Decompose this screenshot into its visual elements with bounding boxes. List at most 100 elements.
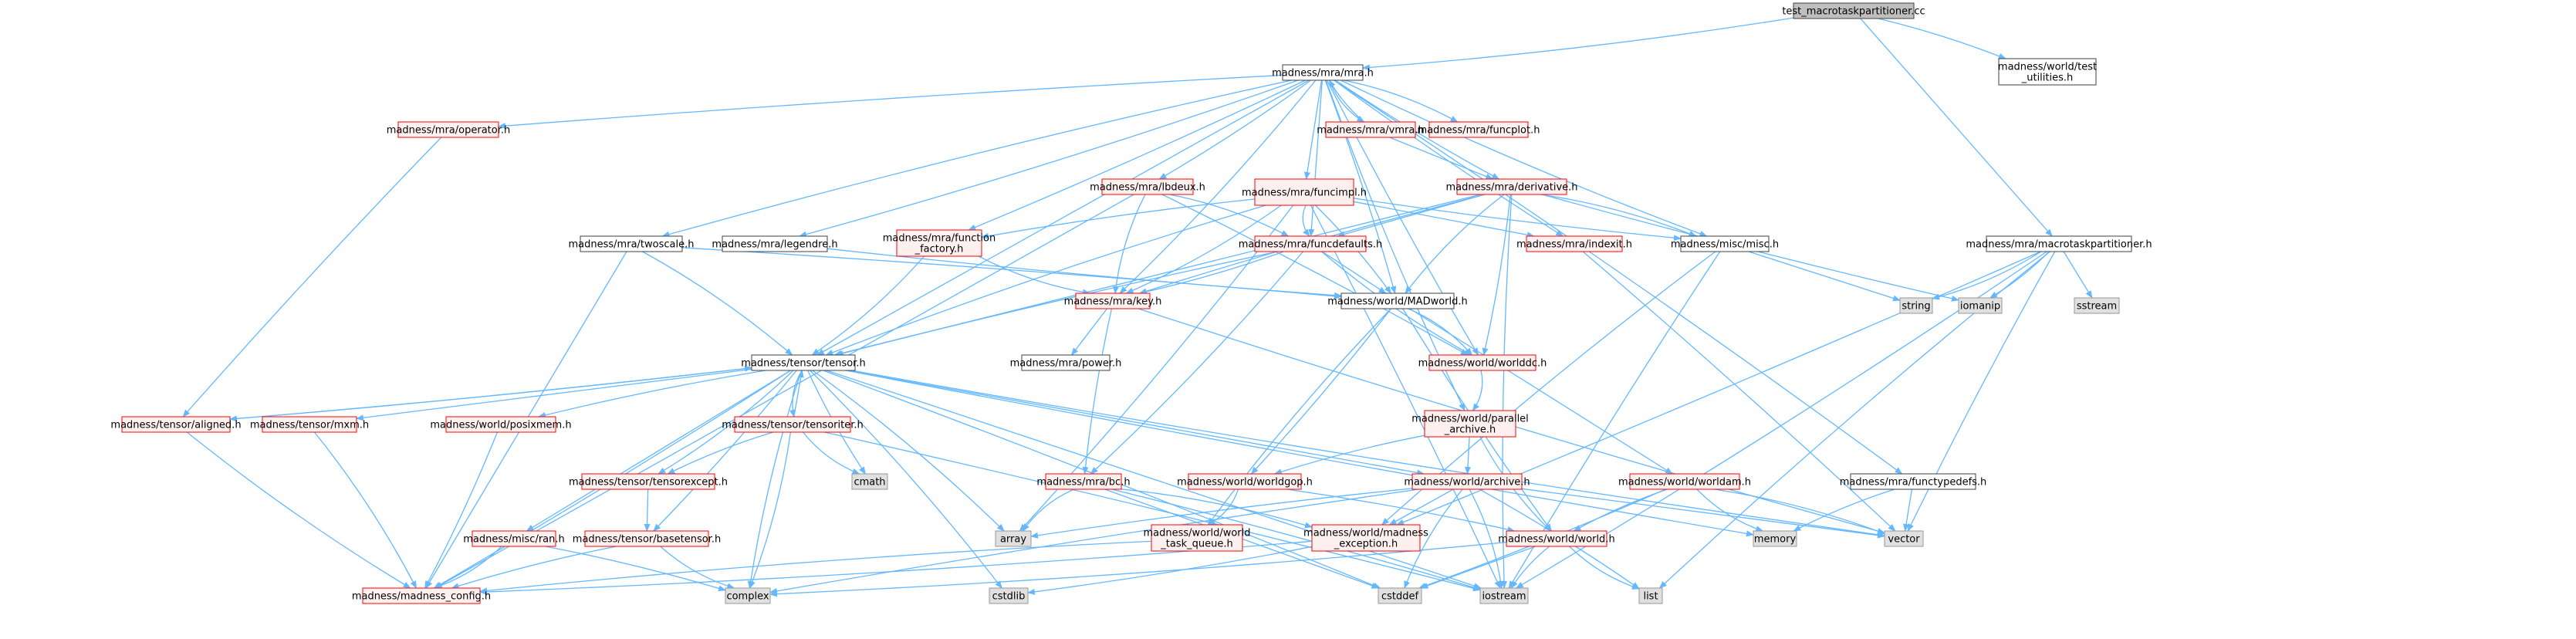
node-tensorexcept-h[interactable]: madness/tensor/tensorexcept.h: [569, 473, 728, 490]
edge-worlddc_h-to-parallel_archive_h: [1472, 370, 1483, 411]
node-label: madness/mra/key.h: [1064, 296, 1162, 308]
edge-functypedefs_h-to-vector: [1903, 489, 1913, 532]
node-posixmem-h[interactable]: madness/world/posixmem.h: [430, 416, 572, 433]
node-world-task-queue-h[interactable]: madness/world/world_task_queue.h: [1143, 524, 1251, 552]
node-box: [1456, 178, 1567, 195]
edge-funcimpl_h-to-misc_h: [1353, 198, 1682, 242]
node-key-h[interactable]: madness/mra/key.h: [1064, 292, 1162, 309]
node-sstream: sstream: [2074, 297, 2120, 314]
edge-tensor_h-to-array: [812, 370, 1005, 532]
node-label: madness/tensor/basetensor.h: [573, 534, 721, 546]
node-box: [1850, 473, 1976, 490]
node-label: iostream: [1482, 591, 1526, 603]
node-tensor-h[interactable]: madness/tensor/tensor.h: [741, 354, 866, 371]
edge-worldam_h-to-vector: [1714, 489, 1885, 535]
edge-funcdefaults_h-to-bc_h: [1090, 251, 1303, 475]
node-label: madness/world/MADworld.h: [1327, 296, 1468, 308]
node-misc-h[interactable]: madness/misc/misc.h: [1671, 235, 1779, 252]
node-label: madness/mra/bc.h: [1036, 477, 1130, 489]
node-operator-h[interactable]: madness/mra/operator.h: [387, 121, 511, 138]
node-parallel-archive-h[interactable]: madness/world/parallel_archive.h: [1411, 410, 1529, 438]
node-box: [1075, 292, 1151, 309]
node-macrotaskpartitioner-h[interactable]: madness/mra/macrotaskpartitioner.h: [1966, 235, 2152, 252]
node-lbdeux-h[interactable]: madness/mra/lbdeux.h: [1090, 178, 1205, 195]
edge-function_factory_h-to-tensor_h: [811, 255, 925, 356]
node-function-factory-h[interactable]: madness/mra/function_factory.h: [883, 229, 996, 257]
edge-world_h-to-cstddef: [1420, 546, 1536, 589]
node-box: [1629, 473, 1740, 490]
edge-tensor_h-to-tensorexcept_h: [658, 370, 794, 475]
node-vmra-h[interactable]: madness/mra/vmra.h: [1317, 121, 1425, 138]
edge-funcimpl_h-to-tensor_h: [825, 205, 1266, 356]
edge-bc_h-to-array: [1022, 489, 1074, 532]
edge-root-to-world_test_utilities: [1878, 18, 2006, 59]
node-world-h[interactable]: madness/world/world.h: [1498, 530, 1615, 547]
edge-mra_h-to-misc_h: [1340, 79, 1708, 237]
node-basetensor-h[interactable]: madness/tensor/basetensor.h: [573, 530, 721, 547]
node-worldam-h[interactable]: madness/world/worldam.h: [1618, 473, 1751, 490]
node-funcimpl-h[interactable]: madness/mra/funcimpl.h: [1242, 178, 1367, 206]
edge-bc_h-to-madness_exception_h: [1121, 489, 1313, 529]
edge-mra_h-to-madworld_h: [1324, 79, 1397, 294]
node-indexit-h[interactable]: madness/mra/indexit.h: [1516, 235, 1632, 252]
node-box: [1793, 2, 1915, 19]
node-madworld-h[interactable]: madness/world/MADworld.h: [1327, 292, 1468, 309]
edge-tensor_h-to-basetensor_h: [653, 370, 797, 532]
edge-mra_h-to-funcimpl_h: [1304, 79, 1323, 180]
node-label: _factory.h: [914, 244, 964, 255]
edge-worldam_h-to-memory: [1696, 489, 1764, 532]
node-cmath: cmath: [851, 473, 888, 490]
edge-tensoriter_h-to-complex: [749, 431, 792, 589]
node-label: madness/mra/funcplot.h: [1418, 125, 1540, 137]
edge-world_h-to-list: [1569, 546, 1640, 590]
node-twoscale-h[interactable]: madness/mra/twoscale.h: [569, 235, 695, 252]
node-archive-h[interactable]: madness/world/archive.h: [1404, 473, 1530, 490]
node-box: [1254, 235, 1367, 252]
edge-tensor_h-to-complex: [747, 370, 803, 589]
node-box: [1753, 530, 1797, 547]
edge-mra_h-to-derivative_h: [1335, 79, 1500, 180]
edge-twoscale_h-to-madworld_h: [681, 247, 1342, 299]
node-box: [1411, 473, 1523, 490]
node-mxm-h[interactable]: madness/tensor/mxm.h: [250, 416, 369, 433]
edge-derivative_h-to-iostream: [1500, 194, 1513, 589]
node-bc-h[interactable]: madness/mra/bc.h: [1036, 473, 1131, 490]
node-label: madness/world/worldgop.h: [1177, 477, 1313, 489]
node-label: madness/mra/funcimpl.h: [1242, 188, 1367, 199]
node-tensoriter-h[interactable]: madness/tensor/tensoriter.h: [722, 416, 864, 433]
node-box: [1311, 524, 1421, 552]
edge-aligned_h-to-tensor_h: [229, 365, 752, 420]
node-madness-config-h[interactable]: madness/madness_config.h: [352, 587, 491, 604]
node-box: [1958, 297, 2003, 314]
node-aligned-h[interactable]: madness/tensor/aligned.h: [110, 416, 242, 433]
node-madness-exception-h[interactable]: madness/world/madness_exception.h: [1303, 524, 1428, 552]
node-ran-h[interactable]: madness/misc/ran.h: [463, 530, 565, 547]
node-box: [1254, 178, 1354, 206]
node-label: madness/misc/misc.h: [1671, 239, 1779, 251]
node-worldgop-h[interactable]: madness/world/worldgop.h: [1177, 473, 1313, 490]
edge-worldam_h-to-world_h: [1573, 489, 1668, 532]
node-label: test_macrotaskpartitioner.cc: [1782, 6, 1925, 18]
node-power-h[interactable]: madness/mra/power.h: [1010, 354, 1122, 371]
edge-ran_h-to-madness_config_h: [433, 546, 502, 589]
node-legendre-h[interactable]: madness/mra/legendre.h: [712, 235, 838, 252]
edge-parallel_archive_h-to-archive_h: [1464, 436, 1471, 475]
node-functypedefs-h[interactable]: madness/mra/functypedefs.h: [1840, 473, 1987, 490]
node-root[interactable]: test_macrotaskpartitioner.cc: [1782, 2, 1925, 19]
node-label: madness/world/world: [1143, 528, 1250, 539]
node-box: [989, 587, 1029, 604]
node-label: madness/mra/functypedefs.h: [1840, 477, 1987, 489]
node-mra-h[interactable]: madness/mra/mra.h: [1272, 64, 1374, 81]
node-world-test-utilities[interactable]: madness/world/test_utilities.h: [1998, 58, 2097, 86]
node-box: [722, 235, 828, 252]
node-worlddc-h[interactable]: madness/world/worlddc.h: [1418, 354, 1547, 371]
node-funcplot-h[interactable]: madness/mra/funcplot.h: [1418, 121, 1540, 138]
node-label: madness/mra/indexit.h: [1516, 239, 1632, 251]
node-funcdefaults-h[interactable]: madness/mra/funcdefaults.h: [1239, 235, 1383, 252]
edge-derivative_h-to-misc_h: [1540, 194, 1697, 237]
edge-tensor_h-to-mxm_h: [356, 368, 752, 421]
node-derivative-h[interactable]: madness/mra/derivative.h: [1445, 178, 1578, 195]
node-box: [1526, 235, 1623, 252]
node-label: madness/tensor/tensorexcept.h: [569, 477, 728, 489]
edge-misc_h-to-string: [1748, 251, 1901, 302]
